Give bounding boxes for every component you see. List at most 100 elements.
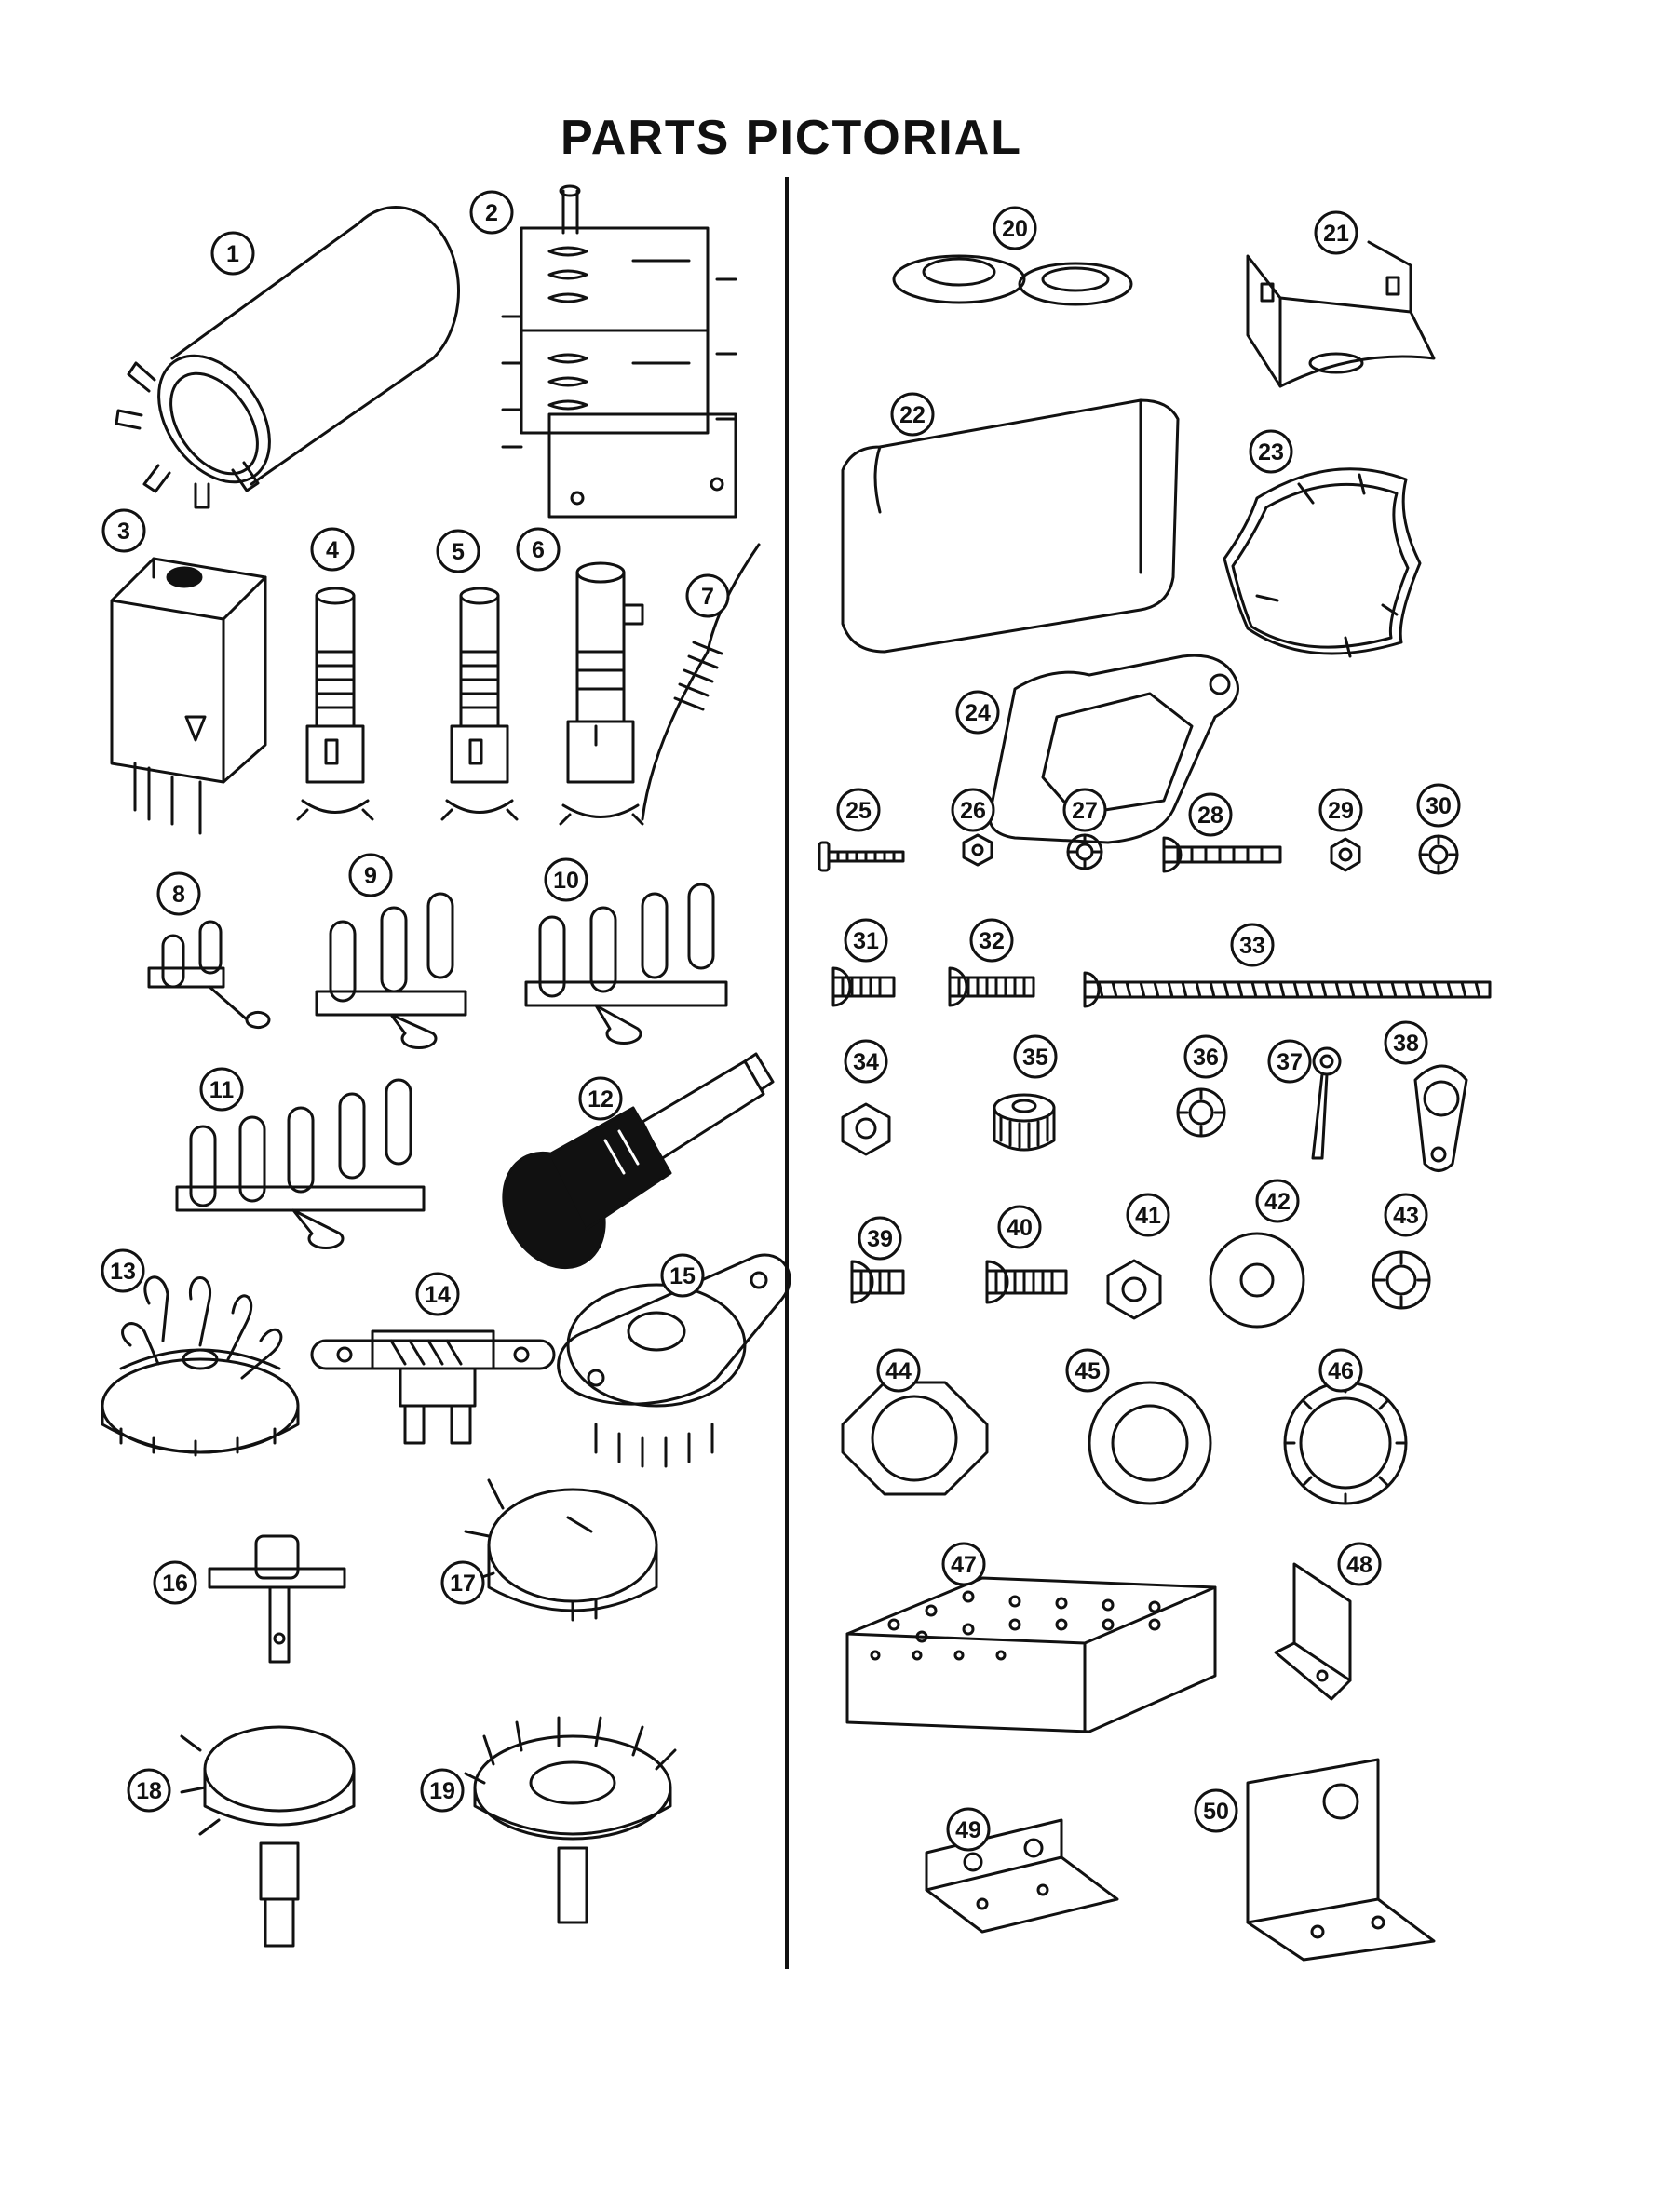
callout-label: 39 (867, 1226, 893, 1252)
callout-label: 35 (1022, 1045, 1048, 1071)
callout-label: 1 (226, 241, 239, 267)
part-5-tube-shield (440, 587, 519, 821)
callout-circle (1384, 1020, 1428, 1065)
callout-circle (1065, 1348, 1110, 1393)
callout-label: 5 (452, 539, 465, 565)
part-11-terminal-strip (175, 1078, 426, 1250)
callout-label: 12 (588, 1086, 614, 1113)
callout-label: 11 (210, 1077, 235, 1103)
callout-circle (436, 529, 480, 573)
callout-circle (685, 573, 730, 618)
callout-6: 6 (516, 527, 561, 572)
callout-circle (660, 1253, 705, 1298)
callout-33: 33 (1230, 923, 1275, 967)
part-7-choke (641, 543, 761, 821)
callout-45: 45 (1065, 1348, 1110, 1393)
part-4-tube-shield (296, 587, 374, 821)
callout-label: 23 (1258, 439, 1284, 465)
callout-label: 40 (1007, 1215, 1033, 1241)
callout-circle (1384, 1193, 1428, 1237)
callout-4: 4 (310, 527, 355, 572)
part-43-lockwasher (1372, 1250, 1431, 1310)
part-12-fuse-holder (502, 1052, 775, 1270)
callout-label: 26 (960, 798, 986, 824)
callout-circle (993, 206, 1037, 250)
part-40-screw (985, 1260, 1068, 1304)
callout-circle (1314, 210, 1358, 255)
part-30-lockwasher (1418, 834, 1459, 875)
callout-circle (420, 1768, 465, 1813)
part-41-nut (1106, 1259, 1162, 1320)
callout-label: 13 (110, 1259, 136, 1285)
callout-14: 14 (415, 1272, 460, 1316)
callout-19: 19 (420, 1768, 465, 1813)
callout-29: 29 (1318, 788, 1363, 832)
callout-label: 21 (1323, 221, 1349, 247)
callout-circle (1062, 788, 1107, 832)
part-49-angle-bracket (925, 1818, 1119, 1934)
callout-35: 35 (1013, 1034, 1058, 1079)
callout-circle (578, 1076, 623, 1121)
part-44-large-nut (841, 1381, 989, 1496)
callout-circle (516, 527, 561, 572)
callout-46: 46 (1318, 1348, 1363, 1393)
callout-circle (1416, 783, 1461, 828)
callout-circle (101, 1248, 145, 1293)
callout-circle (210, 231, 255, 276)
callout-49: 49 (946, 1807, 991, 1852)
callout-36: 36 (1183, 1034, 1228, 1079)
callout-label: 43 (1393, 1203, 1419, 1229)
callout-37: 37 (1267, 1039, 1312, 1084)
callout-circle (844, 918, 888, 963)
callout-label: 17 (450, 1571, 476, 1597)
callout-28: 28 (1188, 792, 1233, 837)
part-45-flat-washer (1088, 1381, 1212, 1505)
callout-circle (101, 508, 146, 553)
callout-label: 47 (951, 1552, 977, 1578)
callout-16: 16 (153, 1560, 197, 1605)
callout-39: 39 (858, 1216, 902, 1261)
callout-5: 5 (436, 529, 480, 573)
callout-label: 38 (1393, 1031, 1419, 1057)
callout-label: 30 (1426, 793, 1452, 819)
callout-label: 33 (1239, 933, 1265, 959)
callout-21: 21 (1314, 210, 1358, 255)
callout-circle (156, 871, 201, 916)
callout-label: 10 (553, 868, 579, 894)
part-28-screw (1162, 836, 1282, 873)
callout-circle (1337, 1542, 1382, 1586)
callout-label: 2 (485, 200, 498, 226)
part-50-bracket (1246, 1758, 1436, 1962)
callout-circle (127, 1768, 171, 1813)
part-3-relay (110, 557, 267, 835)
part-26-nut (962, 833, 993, 867)
callout-label: 6 (532, 537, 545, 563)
callout-circle (1267, 1039, 1312, 1084)
callout-circle (440, 1560, 485, 1605)
part-22-box (841, 398, 1180, 654)
callout-circle (836, 788, 881, 832)
callout-label: 24 (965, 700, 991, 726)
callout-18: 18 (127, 1768, 171, 1813)
callout-44: 44 (876, 1348, 921, 1393)
callout-circle (348, 853, 393, 897)
part-10-terminal-strip (524, 883, 728, 1045)
part-48-bracket (1274, 1562, 1352, 1701)
callout-circle (1126, 1193, 1170, 1237)
callout-31: 31 (844, 918, 888, 963)
part-27-lockwasher (1066, 833, 1103, 870)
callout-23: 23 (1249, 429, 1293, 474)
callout-circle (415, 1272, 460, 1316)
part-25-screw (818, 841, 905, 872)
callout-label: 19 (429, 1778, 455, 1804)
callout-circle (310, 527, 355, 572)
part-19-rotary-switch (464, 1716, 677, 1924)
part-38-ground-lug (1413, 1064, 1468, 1172)
part-15-tube-socket (557, 1253, 791, 1468)
callout-7: 7 (685, 573, 730, 618)
callout-circle (544, 857, 588, 902)
callout-circle (951, 788, 995, 832)
callout-20: 20 (993, 206, 1037, 250)
callout-circle (1318, 1348, 1363, 1393)
callout-label: 22 (899, 402, 926, 428)
